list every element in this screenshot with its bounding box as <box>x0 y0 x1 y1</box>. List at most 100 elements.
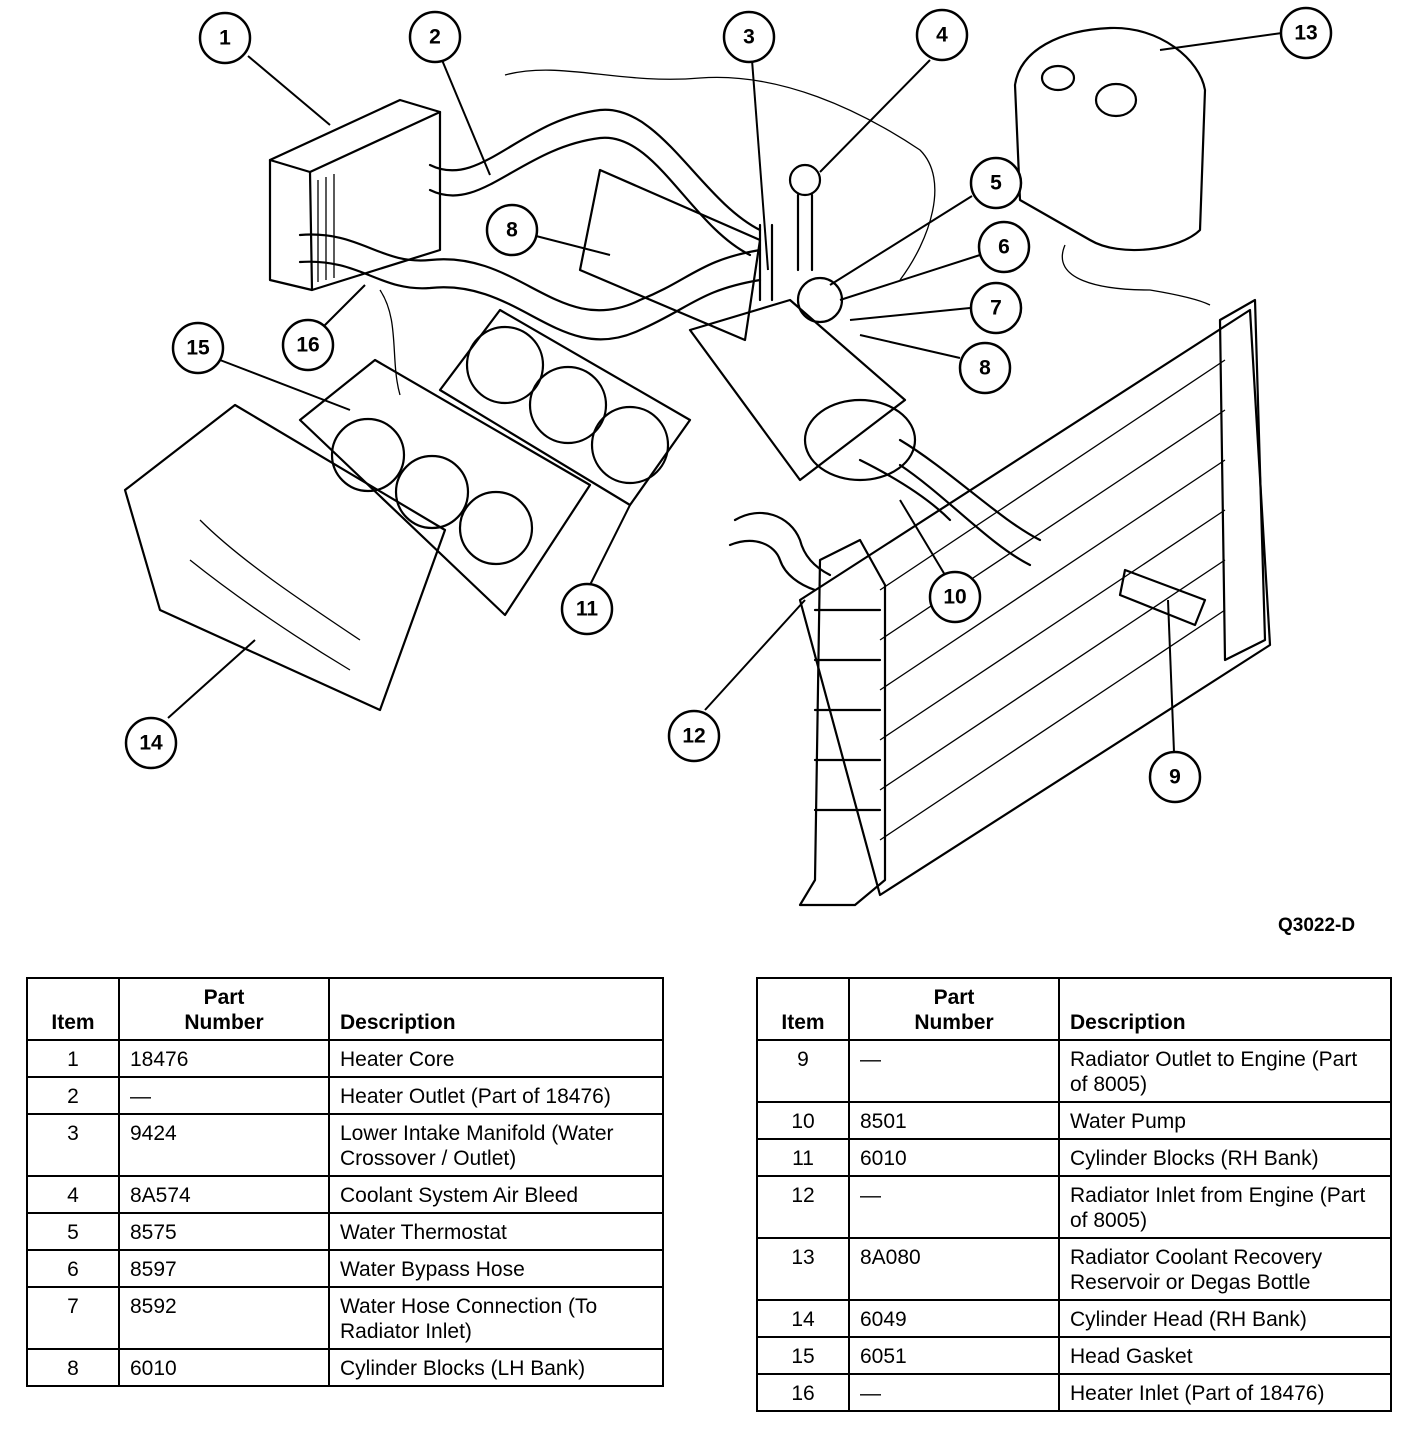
heater-core-drawing <box>268 98 442 292</box>
item-cell: 7 <box>26 1286 120 1350</box>
callout-16: 16 <box>281 318 335 372</box>
callout-12: 12 <box>667 709 721 763</box>
callout-9: 9 <box>1148 750 1202 804</box>
description-cell: Radiator Inlet from Engine (Part of 8005… <box>1058 1175 1392 1239</box>
part-number-cell: 6010 <box>118 1348 330 1387</box>
svg-text:8: 8 <box>979 357 991 380</box>
svg-text:13: 13 <box>1294 22 1317 45</box>
callout-6: 6 <box>977 220 1031 274</box>
description-cell: Water Hose Connection (To Radiator Inlet… <box>328 1286 664 1350</box>
header-description: Description <box>328 977 664 1041</box>
svg-text:14: 14 <box>139 732 163 755</box>
part-number-cell: 6049 <box>848 1299 1060 1338</box>
item-cell: 15 <box>756 1336 850 1375</box>
description-cell: Heater Outlet (Part of 18476) <box>328 1076 664 1115</box>
item-cell: 13 <box>756 1237 850 1301</box>
part-number-cell: 9424 <box>118 1113 330 1177</box>
water-pump-drawing <box>803 398 952 522</box>
part-number-cell: 8575 <box>118 1212 330 1251</box>
callout-4: 4 <box>915 8 969 62</box>
figure-code: Q3022-D <box>1278 915 1356 936</box>
radiator-hoses-drawing <box>728 438 1207 627</box>
description-cell: Water Thermostat <box>328 1212 664 1251</box>
item-cell: 6 <box>26 1249 120 1288</box>
svg-text:15: 15 <box>186 337 210 360</box>
description-cell: Radiator Coolant Recovery Reservoir or D… <box>1058 1237 1392 1301</box>
callout-5: 5 <box>969 156 1023 210</box>
description-cell: Water Pump <box>1058 1101 1392 1140</box>
item-cell: 2 <box>26 1076 120 1115</box>
svg-text:12: 12 <box>682 725 705 748</box>
description-cell: Head Gasket <box>1058 1336 1392 1375</box>
description-cell: Cylinder Blocks (RH Bank) <box>1058 1138 1392 1177</box>
callout-14: 14 <box>124 716 178 770</box>
description-cell: Lower Intake Manifold (Water Crossover /… <box>328 1113 664 1177</box>
engine-outline-drawing <box>379 69 936 396</box>
header-description: Description <box>1058 977 1392 1041</box>
part-number-cell: — <box>118 1076 330 1115</box>
callout-10: 10 <box>928 570 982 624</box>
svg-text:7: 7 <box>990 297 1002 320</box>
item-cell: 3 <box>26 1113 120 1177</box>
degas-bottle-drawing <box>1013 26 1211 306</box>
svg-text:1: 1 <box>219 27 231 50</box>
part-number-cell: 8597 <box>118 1249 330 1288</box>
callout-11: 11 <box>560 582 614 636</box>
right-table-body: 9—Radiator Outlet to Engine (Part of 800… <box>756 1039 1392 1412</box>
item-cell: 11 <box>756 1138 850 1177</box>
item-cell: 4 <box>26 1175 120 1214</box>
callout-8-lh: 8 <box>485 203 539 257</box>
svg-text:8: 8 <box>506 219 518 242</box>
callout-13: 13 <box>1279 6 1333 60</box>
svg-text:11: 11 <box>576 598 599 621</box>
description-cell: Heater Inlet (Part of 18476) <box>1058 1373 1392 1412</box>
item-cell: 12 <box>756 1175 850 1239</box>
description-cell: Coolant System Air Bleed <box>328 1175 664 1214</box>
description-cell: Water Bypass Hose <box>328 1249 664 1288</box>
radiator-drawing <box>798 298 1272 907</box>
part-number-cell: 8A080 <box>848 1237 1060 1301</box>
rh-cylinder-head-drawing <box>123 358 592 712</box>
table-row: 12—Radiator Inlet from Engine (Part of 8… <box>756 1175 1392 1239</box>
item-cell: 14 <box>756 1299 850 1338</box>
item-cell: 1 <box>26 1039 120 1078</box>
description-cell: Cylinder Head (RH Bank) <box>1058 1299 1392 1338</box>
part-number-cell: 18476 <box>118 1039 330 1078</box>
callout-8-rh: 8 <box>958 341 1012 395</box>
part-number-cell: — <box>848 1373 1060 1412</box>
table-row: 2—Heater Outlet (Part of 18476) <box>26 1076 664 1115</box>
part-number-cell: — <box>848 1175 1060 1239</box>
svg-text:3: 3 <box>743 26 755 49</box>
description-cell: Radiator Outlet to Engine (Part of 8005) <box>1058 1039 1392 1103</box>
thermostat-housing-drawing <box>688 163 907 482</box>
svg-text:4: 4 <box>936 24 948 47</box>
callout-15: 15 <box>171 321 225 375</box>
part-number-cell: 6010 <box>848 1138 1060 1177</box>
item-cell: 5 <box>26 1212 120 1251</box>
svg-text:16: 16 <box>296 334 319 357</box>
table-row: 16—Heater Inlet (Part of 18476) <box>756 1373 1392 1412</box>
part-number-cell: 8501 <box>848 1101 1060 1140</box>
cooling-system-diagram: 1 2 3 4 5 6 7 8 8 9 10 11 12 13 14 15 16 <box>123 6 1333 907</box>
svg-text:10: 10 <box>943 586 966 609</box>
table-row: 9—Radiator Outlet to Engine (Part of 800… <box>756 1039 1392 1103</box>
part-number-cell: — <box>848 1039 1060 1103</box>
lh-cylinder-block-drawing <box>438 168 762 507</box>
item-cell: 16 <box>756 1373 850 1412</box>
part-number-cell: 8592 <box>118 1286 330 1350</box>
callout-2: 2 <box>408 10 462 64</box>
callout-3: 3 <box>722 10 776 64</box>
